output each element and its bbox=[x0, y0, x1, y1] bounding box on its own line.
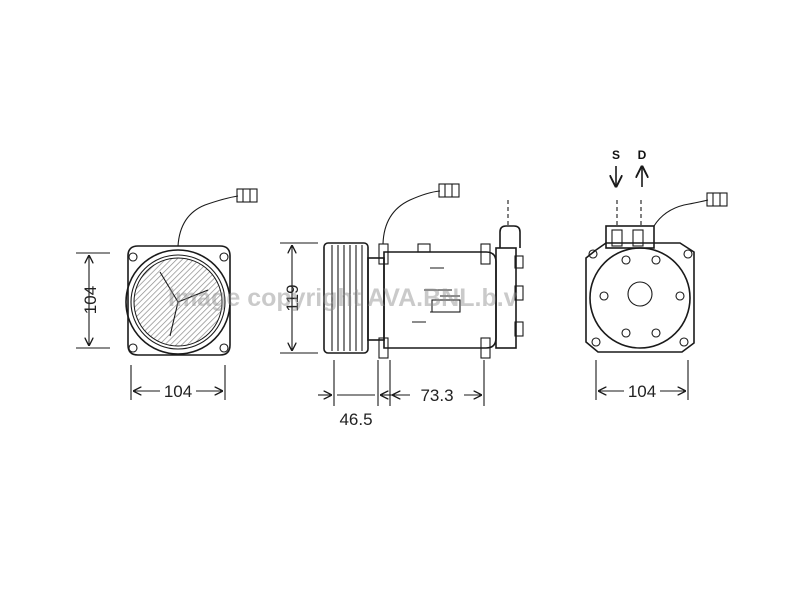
side-body-dim: 73.3 bbox=[420, 386, 453, 405]
copyright-watermark: Image copyright AVA.BNL.b.v bbox=[168, 284, 518, 312]
side-view: 119 46.5 73.3 bbox=[280, 183, 524, 429]
front-mount-plate bbox=[127, 245, 231, 356]
front-connector bbox=[236, 188, 258, 203]
rear-port-block bbox=[605, 225, 655, 249]
rear-connector bbox=[706, 192, 728, 207]
side-wire bbox=[382, 190, 441, 245]
front-height-dim: 104 bbox=[81, 286, 100, 314]
front-bolt-tr bbox=[219, 252, 229, 262]
front-bolt-br bbox=[219, 343, 229, 353]
front-bolt-bl bbox=[128, 343, 138, 353]
side-service-port bbox=[499, 225, 521, 248]
front-wire bbox=[177, 195, 239, 247]
rear-width-dim: 104 bbox=[628, 382, 656, 401]
front-pulley-inner bbox=[130, 254, 226, 350]
front-bolt-tl bbox=[128, 252, 138, 262]
front-clutch-spokes bbox=[159, 271, 209, 337]
rear-wire bbox=[653, 199, 709, 227]
side-rear-head bbox=[495, 247, 517, 349]
rear-view: S D 104 bbox=[585, 148, 728, 401]
rear-housing bbox=[585, 242, 695, 353]
side-pulley-dim: 46.5 bbox=[339, 410, 372, 429]
side-height-dim: 119 bbox=[283, 284, 302, 311]
discharge-label: D bbox=[638, 148, 647, 162]
front-pulley-outer bbox=[125, 249, 231, 355]
suction-label: S bbox=[612, 148, 620, 162]
side-label-plate bbox=[431, 299, 461, 313]
rear-center-boss bbox=[627, 281, 653, 307]
front-view: 104 104 bbox=[76, 188, 258, 401]
front-width-dim: 104 bbox=[164, 382, 192, 401]
side-connector bbox=[438, 183, 460, 198]
side-pulley-grooves bbox=[331, 245, 363, 351]
rear-head-circle bbox=[589, 247, 691, 349]
